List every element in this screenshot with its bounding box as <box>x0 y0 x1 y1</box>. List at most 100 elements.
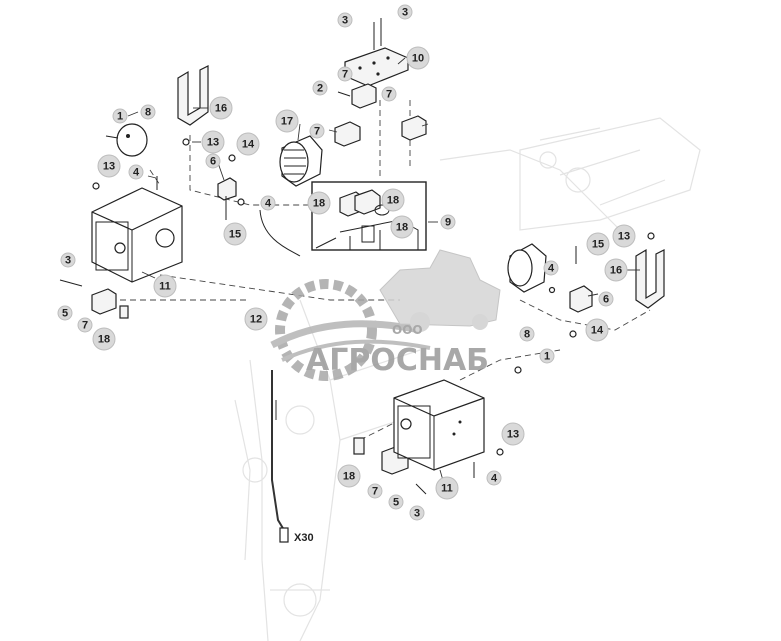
connector-label: X30 <box>294 532 314 544</box>
callout-number: 17 <box>281 116 293 128</box>
callout-number: 12 <box>250 314 262 326</box>
callout-bubble <box>586 232 610 256</box>
callout-bubble <box>397 4 413 20</box>
callout-1: 1 <box>112 108 128 124</box>
callout-4: 4 <box>260 195 276 211</box>
callout-4: 4 <box>128 164 144 180</box>
callout-number: 11 <box>441 483 453 495</box>
callout-number: 7 <box>82 320 88 332</box>
callout-number: 2 <box>317 83 323 95</box>
callout-2: 2 <box>312 80 328 96</box>
callout-12: 12 <box>244 307 268 331</box>
callout-bubble <box>598 291 614 307</box>
leader-lines <box>127 57 640 485</box>
callout-5: 5 <box>388 494 404 510</box>
callout-number: 4 <box>548 263 555 275</box>
callout-number: 14 <box>591 325 604 337</box>
callout-number: 10 <box>412 53 424 65</box>
callout-4: 4 <box>543 260 559 276</box>
callout-number: 1 <box>117 111 123 123</box>
u-bracket-left <box>177 65 209 126</box>
u-bracket-right <box>635 248 665 309</box>
callout-bubble <box>307 191 331 215</box>
callout-bubble <box>367 483 383 499</box>
callout-number: 18 <box>98 334 110 346</box>
callout-bubble <box>604 258 628 282</box>
callout-bubble <box>585 318 609 342</box>
callout-bubble <box>275 109 299 133</box>
callout-number: 15 <box>229 229 241 241</box>
callout-number: 13 <box>618 231 630 243</box>
callout-bubble <box>92 327 116 351</box>
callout-9: 9 <box>440 214 456 230</box>
watermark-brand: АГРОСНАБ <box>306 343 489 378</box>
callout-4: 4 <box>486 470 502 486</box>
callout-8: 8 <box>519 326 535 342</box>
callout-bubble <box>519 326 535 342</box>
callout-number: 6 <box>603 294 609 306</box>
callout-7: 7 <box>381 86 397 102</box>
callout-bubble <box>406 46 430 70</box>
work-lamp-lower <box>507 243 547 293</box>
callout-number: 4 <box>265 198 272 210</box>
callout-6: 6 <box>205 153 221 169</box>
callout-bubble <box>409 505 425 521</box>
callout-18: 18 <box>337 464 361 488</box>
callout-number: 7 <box>314 126 320 138</box>
callout-bubble <box>201 130 225 154</box>
callout-10: 10 <box>406 46 430 70</box>
callout-number: 8 <box>524 329 530 341</box>
callout-14: 14 <box>236 132 260 156</box>
callout-14: 14 <box>585 318 609 342</box>
callout-5: 5 <box>57 305 73 321</box>
callout-6: 6 <box>598 291 614 307</box>
callout-bubble <box>390 215 414 239</box>
callout-bubble <box>337 66 353 82</box>
callout-18: 18 <box>381 188 405 212</box>
small-hardware-left <box>59 138 245 319</box>
callout-number: 3 <box>414 508 420 520</box>
callout-bubble <box>205 153 221 169</box>
callout-number: 1 <box>544 351 550 363</box>
callout-number: 8 <box>145 107 151 119</box>
callout-bubble <box>153 274 177 298</box>
callout-bubble <box>209 96 233 120</box>
harvester-silhouette <box>379 249 501 327</box>
callout-number: 18 <box>396 222 408 234</box>
callout-3: 3 <box>337 12 353 28</box>
callout-bubble <box>381 188 405 212</box>
callout-7: 7 <box>309 123 325 139</box>
machine-ghost-outline <box>234 117 701 641</box>
callout-number: 13 <box>507 429 519 441</box>
callout-number: 7 <box>386 89 392 101</box>
callout-15: 15 <box>223 222 247 246</box>
callout-number: 18 <box>387 195 399 207</box>
callout-bubble <box>486 470 502 486</box>
callout-1: 1 <box>539 348 555 364</box>
callout-11: 11 <box>435 476 459 500</box>
callout-number: 18 <box>343 471 355 483</box>
callout-number: 13 <box>103 161 115 173</box>
callout-18: 18 <box>307 191 331 215</box>
callout-bubble <box>77 317 93 333</box>
callout-bubble <box>236 132 260 156</box>
callout-bubble <box>337 464 361 488</box>
callout-15: 15 <box>586 232 610 256</box>
callout-3: 3 <box>409 505 425 521</box>
callout-number: 5 <box>62 308 68 320</box>
callout-bubble <box>388 494 404 510</box>
callout-bubble <box>244 307 268 331</box>
right-enclosure-box <box>393 379 485 471</box>
callout-7: 7 <box>77 317 93 333</box>
callout-number: 9 <box>445 217 451 229</box>
callout-13: 13 <box>201 130 225 154</box>
callout-bubble <box>57 305 73 321</box>
callout-13: 13 <box>612 224 636 248</box>
callout-bubble <box>97 154 121 178</box>
assembly-lines <box>120 100 651 441</box>
callout-18: 18 <box>390 215 414 239</box>
callout-bubble <box>435 476 459 500</box>
callout-bubble <box>309 123 325 139</box>
callout-8: 8 <box>140 104 156 120</box>
callout-7: 7 <box>367 483 383 499</box>
